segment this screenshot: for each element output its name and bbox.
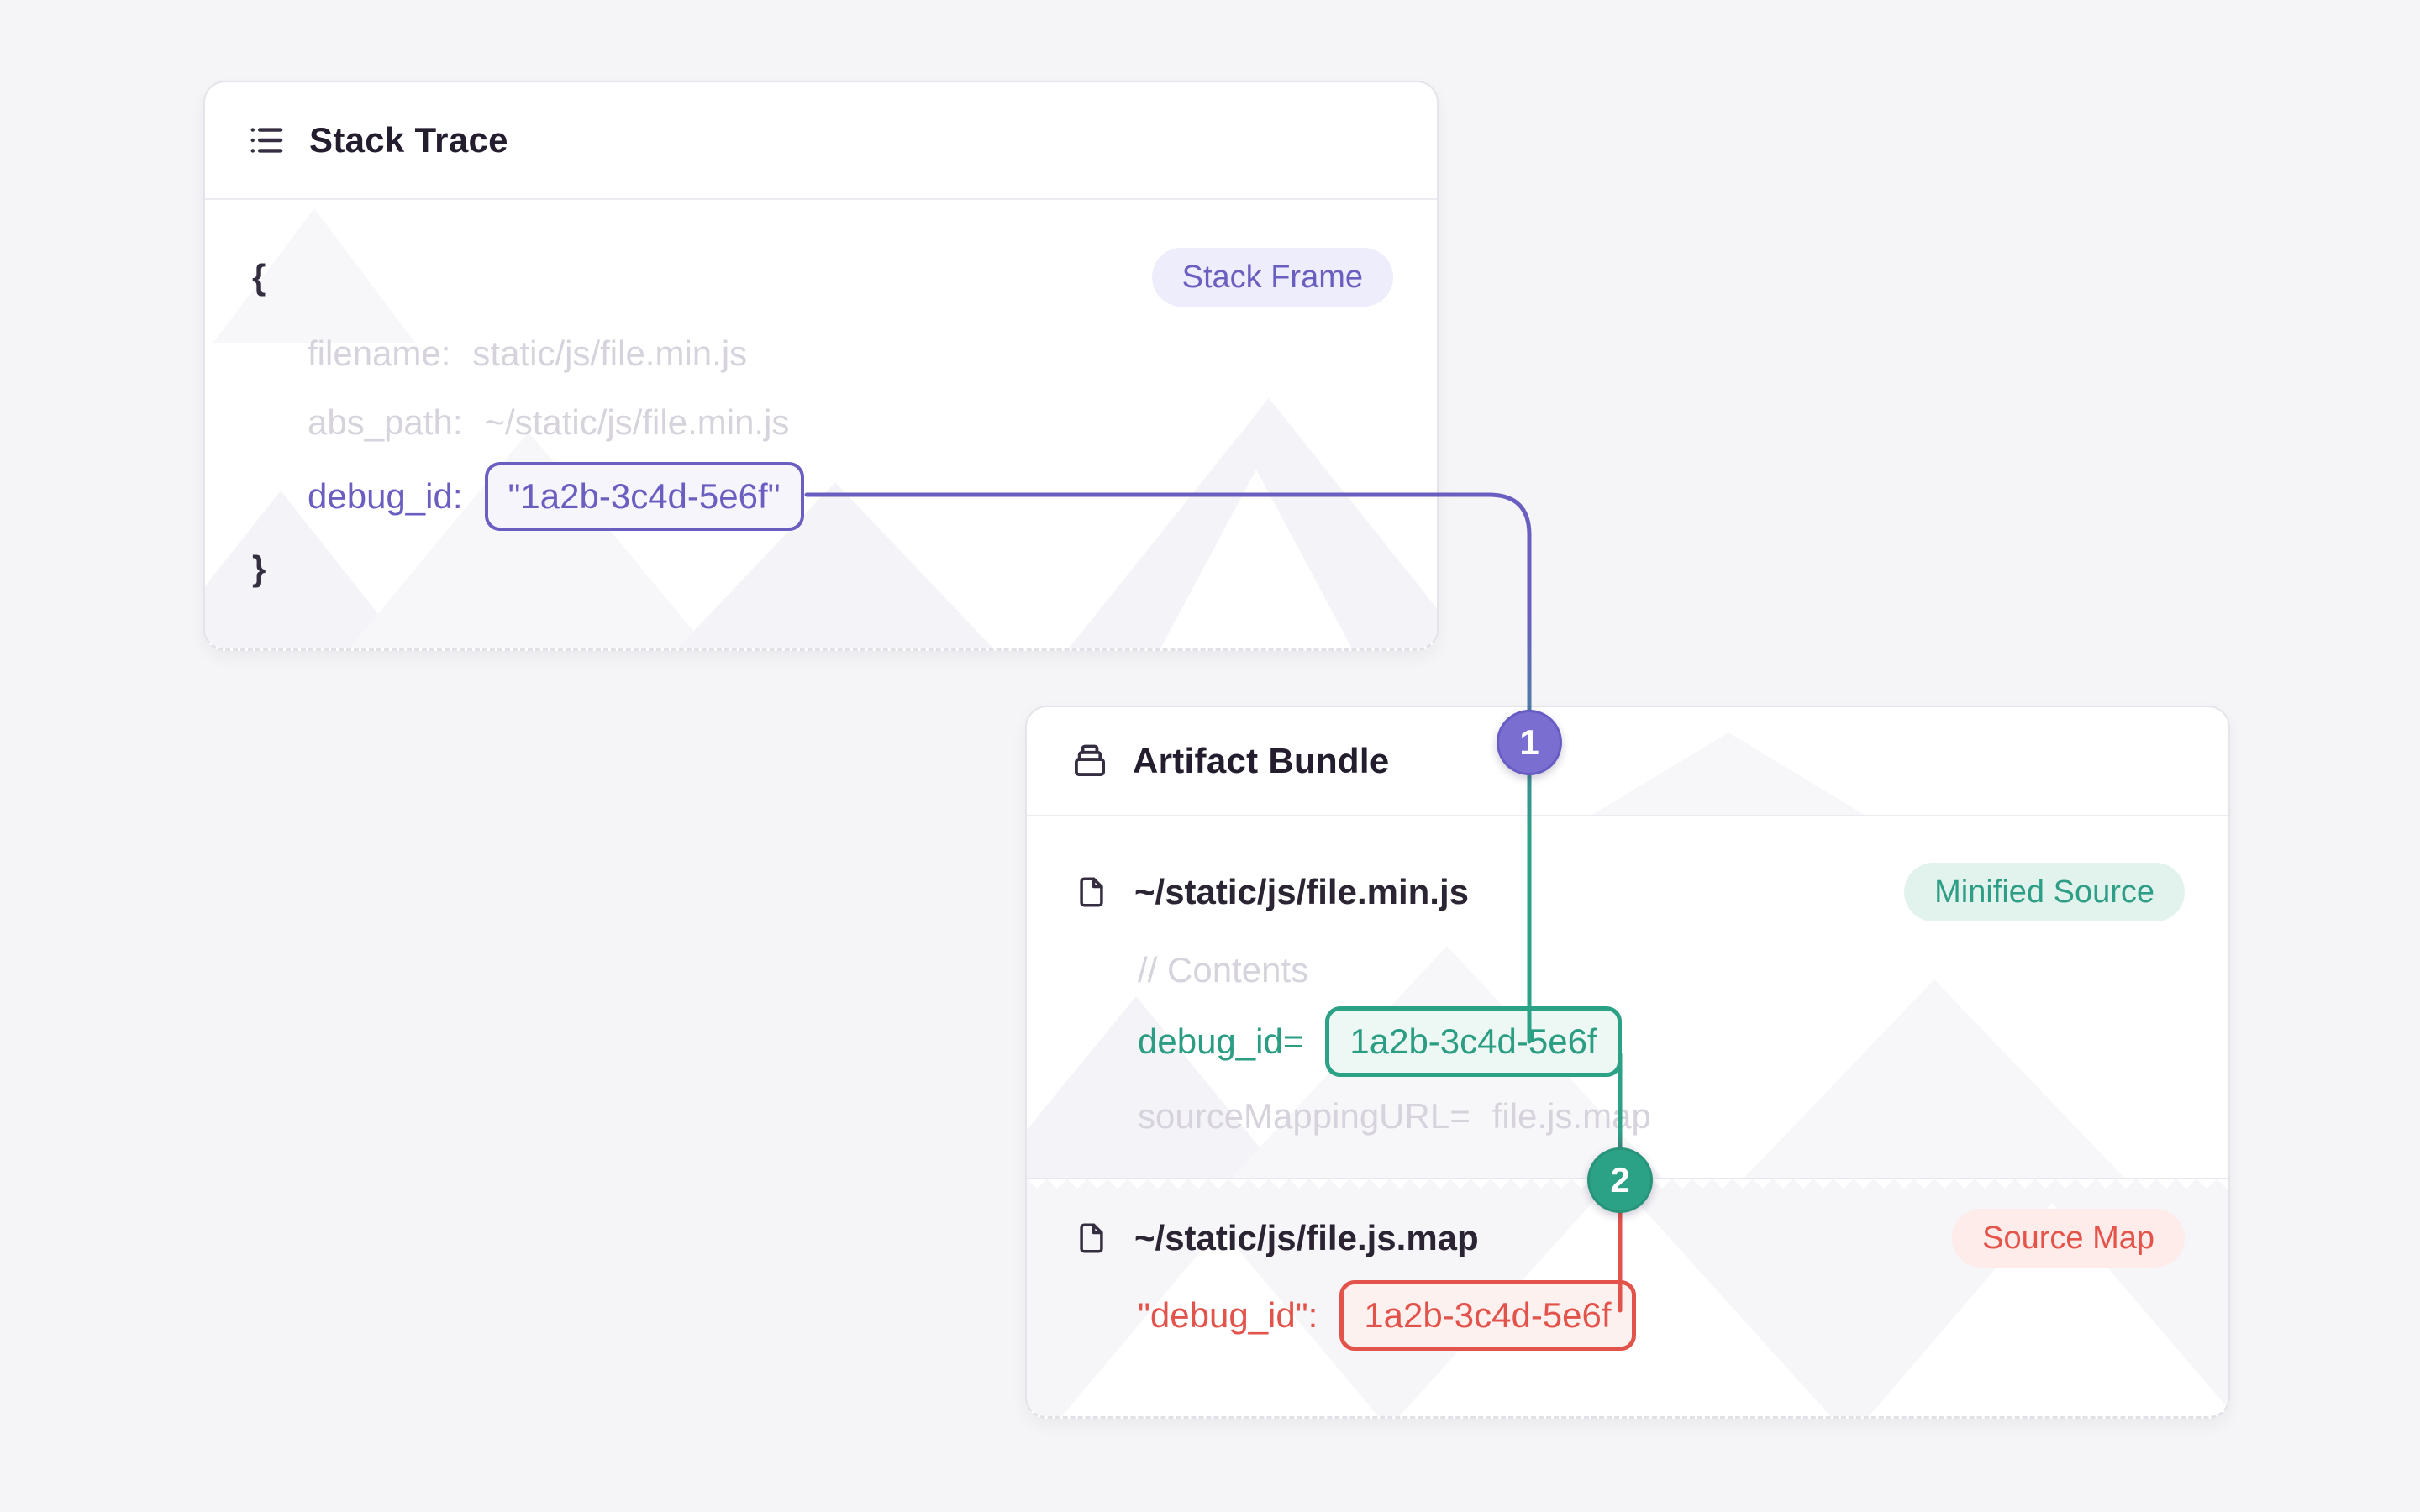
- artifact-bundle-header: Artifact Bundle: [1027, 707, 2228, 816]
- mountain-decoration: [1548, 732, 1909, 815]
- step-1-badge: 1: [1497, 710, 1562, 775]
- stack-trace-card: Stack Trace { Stack Frame filename: stat…: [203, 81, 1439, 651]
- source-map-section: ~/static/js/file.js.map Source Map "debu…: [1027, 1178, 2228, 1416]
- stack-debug-id-line: debug_id: "1a2b-3c4d-5e6f": [308, 462, 1393, 531]
- source-mapping-url-key: sourceMappingURL=: [1138, 1096, 1470, 1136]
- source-map-file-path: ~/static/js/file.js.map: [1134, 1218, 1479, 1257]
- contents-comment: // Contents: [1138, 950, 1309, 990]
- source-map-badge: Source Map: [1952, 1209, 2185, 1268]
- file-icon: [1074, 874, 1109, 910]
- map-debug-id-line: "debug_id": 1a2b-3c4d-5e6f: [1138, 1280, 2185, 1351]
- bundle-debug-id-key: debug_id=: [1138, 1021, 1304, 1061]
- step-2-badge: 2: [1587, 1147, 1653, 1213]
- close-brace: }: [252, 549, 266, 588]
- open-brace: {: [252, 257, 266, 297]
- stack-frame-badge: Stack Frame: [1151, 248, 1393, 307]
- minified-source-section: ~/static/js/file.min.js Minified Source …: [1027, 816, 2228, 1181]
- bundle-debug-id-line: debug_id= 1a2b-3c4d-5e6f: [1138, 1006, 2185, 1077]
- abs-path-value: ~/static/js/file.min.js: [484, 402, 790, 442]
- filename-value: static/js/file.min.js: [472, 333, 748, 373]
- contents-comment-line: // Contents: [1138, 948, 2185, 993]
- stack-debug-id-key: debug_id:: [308, 476, 463, 516]
- stack-debug-id-value-box: "1a2b-3c4d-5e6f": [484, 462, 804, 531]
- source-mapping-url-line: sourceMappingURL= file.js.map: [1138, 1094, 2185, 1139]
- source-map-file-row: ~/static/js/file.js.map Source Map: [1074, 1209, 2185, 1268]
- minified-file-path: ~/static/js/file.min.js: [1134, 872, 1469, 911]
- map-debug-id-key: "debug_id":: [1138, 1295, 1318, 1335]
- map-debug-id-value-box: 1a2b-3c4d-5e6f: [1339, 1280, 1636, 1351]
- stack-trace-body: { Stack Frame filename: static/js/file.m…: [205, 200, 1437, 586]
- artifact-bundle-card: Artifact Bundle ~/static/js/file.min.js …: [1025, 706, 2230, 1419]
- filename-key: filename:: [308, 333, 451, 373]
- list-icon: [249, 122, 286, 159]
- file-icon: [1074, 1221, 1109, 1256]
- minified-file-row: ~/static/js/file.min.js Minified Source: [1074, 863, 2185, 921]
- close-brace-line: }: [252, 551, 1393, 586]
- stack-trace-title: Stack Trace: [309, 120, 508, 160]
- source-mapping-url-value: file.js.map: [1491, 1096, 1651, 1136]
- abs-path-key: abs_path:: [308, 402, 463, 442]
- minified-source-badge: Minified Source: [1904, 863, 2185, 921]
- stack-trace-header: Stack Trace: [205, 82, 1437, 200]
- filename-line: filename: static/js/file.min.js: [308, 331, 1393, 376]
- artifact-bundle-title: Artifact Bundle: [1133, 741, 1390, 780]
- abs-path-line: abs_path: ~/static/js/file.min.js: [308, 400, 1393, 445]
- archive-box-icon: [1071, 742, 1109, 780]
- bundle-debug-id-value-box: 1a2b-3c4d-5e6f: [1325, 1006, 1622, 1077]
